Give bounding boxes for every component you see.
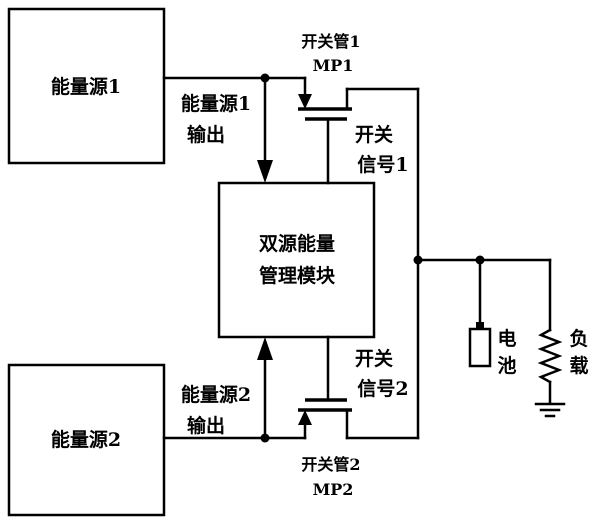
energy-source-2-label: 能量源2 xyxy=(51,428,121,451)
arrow-mp1-source xyxy=(298,94,312,109)
output-bus xyxy=(413,87,552,440)
ground-icon xyxy=(534,402,566,418)
battery-label-line1: 电 xyxy=(497,327,516,350)
module-label-line1: 双源能量 xyxy=(259,232,335,255)
mp1-label-line2: MP1 xyxy=(313,56,354,75)
switch-signal-2-label-line1: 开关 xyxy=(355,347,393,370)
source2-output-label-line2: 输出 xyxy=(187,414,225,437)
source1-output-label-line2: 输出 xyxy=(187,123,225,146)
load-label-line2: 载 xyxy=(569,354,588,377)
mp1-label-line1: 开关管1 xyxy=(301,32,360,51)
mp2-label-line1: 开关管2 xyxy=(301,455,360,474)
switch-signal-2-label-line2: 信号2 xyxy=(357,377,408,400)
load-resistor xyxy=(534,258,566,418)
source1-output-wiring xyxy=(162,73,312,183)
arrow-up-to-module xyxy=(257,337,273,360)
arrow-down-to-module xyxy=(257,160,273,183)
source2-output-label-line1: 能量源2 xyxy=(181,383,251,406)
switch-mp1 xyxy=(298,87,420,185)
battery-symbol xyxy=(468,258,492,368)
load-label-line1: 负 xyxy=(569,327,588,350)
battery-label-line2: 池 xyxy=(497,354,516,377)
energy-source-1-block: 能量源1 xyxy=(7,7,166,165)
source2-output-wiring xyxy=(162,337,312,443)
mp2-label-line2: MP2 xyxy=(313,480,354,499)
switch-mp2 xyxy=(298,335,420,440)
arrow-mp2-source xyxy=(298,410,312,425)
energy-management-module: 双源能量 管理模块 xyxy=(217,181,376,339)
module-label-line2: 管理模块 xyxy=(259,264,336,287)
energy-source-2-block: 能量源2 xyxy=(7,363,166,517)
switch-signal-1-label-line1: 开关 xyxy=(355,123,393,146)
source1-output-label-line1: 能量源1 xyxy=(181,92,251,115)
switch-signal-1-label-line2: 信号1 xyxy=(357,153,408,176)
energy-source-1-label: 能量源1 xyxy=(51,75,121,98)
